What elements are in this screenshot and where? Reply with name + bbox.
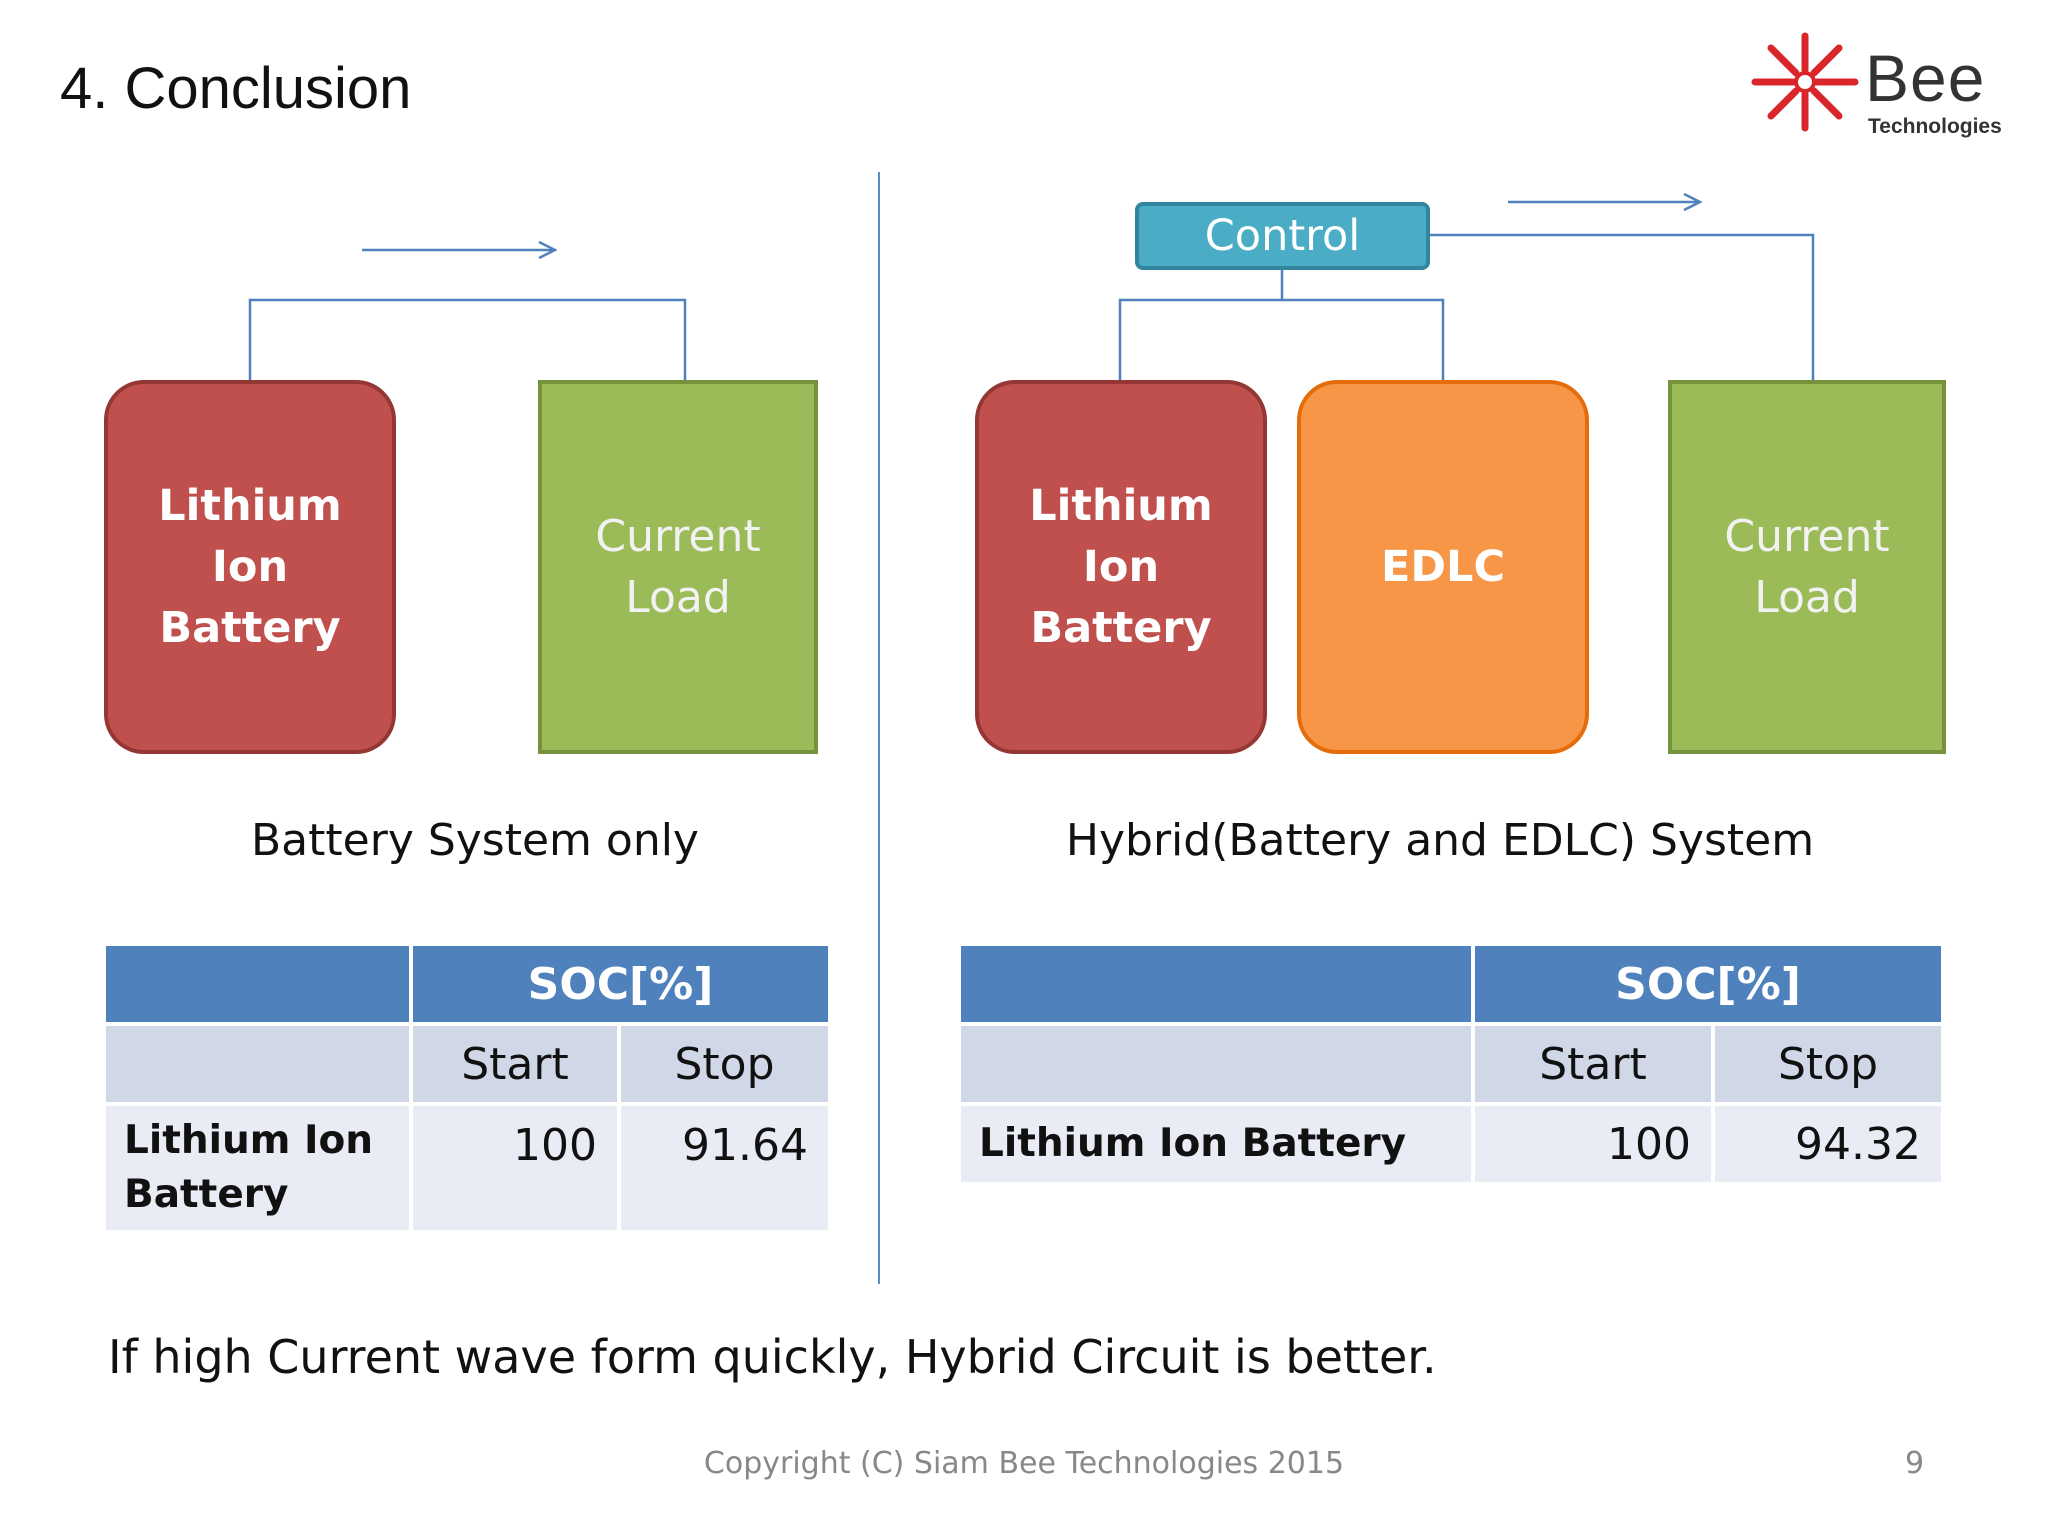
vertical-divider [878,172,880,1284]
subheader-blank [961,1026,1471,1102]
right-current-load-block: Current Load [1668,380,1946,754]
soc-header: SOC[%] [1475,946,1941,1022]
start-value: 100 [413,1106,617,1230]
right-soc-table: SOC[%] Start Stop Lithium Ion Battery 10… [957,942,1945,1186]
conclusion-text: If high Current wave form quickly, Hybri… [108,1330,1437,1384]
page-number: 9 [1905,1446,1925,1481]
row-label-lithium-ion-battery: Lithium Ion Battery [106,1106,409,1230]
left-soc-table: SOC[%] Start Stop Lithium Ion Battery 10… [102,942,832,1234]
subheader-blank [106,1026,409,1102]
left-circuit-wire [248,298,687,382]
stop-column-header: Stop [1715,1026,1941,1102]
slide-title: 4. Conclusion [60,56,412,121]
logo-subtitle: Technologies [1868,115,2002,138]
start-column-header: Start [1475,1026,1711,1102]
stop-value-highlighted: 94.32 [1715,1106,1941,1182]
start-value: 100 [1475,1106,1711,1182]
left-lithium-ion-battery-block: Lithium Ion Battery [104,380,396,754]
left-caption: Battery System only [251,815,699,866]
stop-column-header: Stop [621,1026,828,1102]
right-lithium-ion-battery-block: Lithium Ion Battery [975,380,1267,754]
logo-wordmark: Bee [1865,41,1986,115]
right-caption: Hybrid(Battery and EDLC) System [1065,815,1815,866]
bee-burst-icon [1751,32,1859,132]
right-battery-edlc-wire [1118,298,1445,382]
copyright-footer: Copyright (C) Siam Bee Technologies 2015 [703,1446,1345,1481]
table-header-blank [961,946,1471,1022]
start-column-header: Start [413,1026,617,1102]
control-block: Control [1135,202,1430,270]
stop-value: 91.64 [621,1106,828,1230]
bee-technologies-logo: Bee Technologies [1750,30,2020,138]
table-header-blank [106,946,409,1022]
row-label-lithium-ion-battery: Lithium Ion Battery [961,1106,1471,1182]
left-current-load-block: Current Load [538,380,818,754]
edlc-block: EDLC [1297,380,1589,754]
control-to-load-wire [1428,233,1815,382]
soc-header: SOC[%] [413,946,828,1022]
